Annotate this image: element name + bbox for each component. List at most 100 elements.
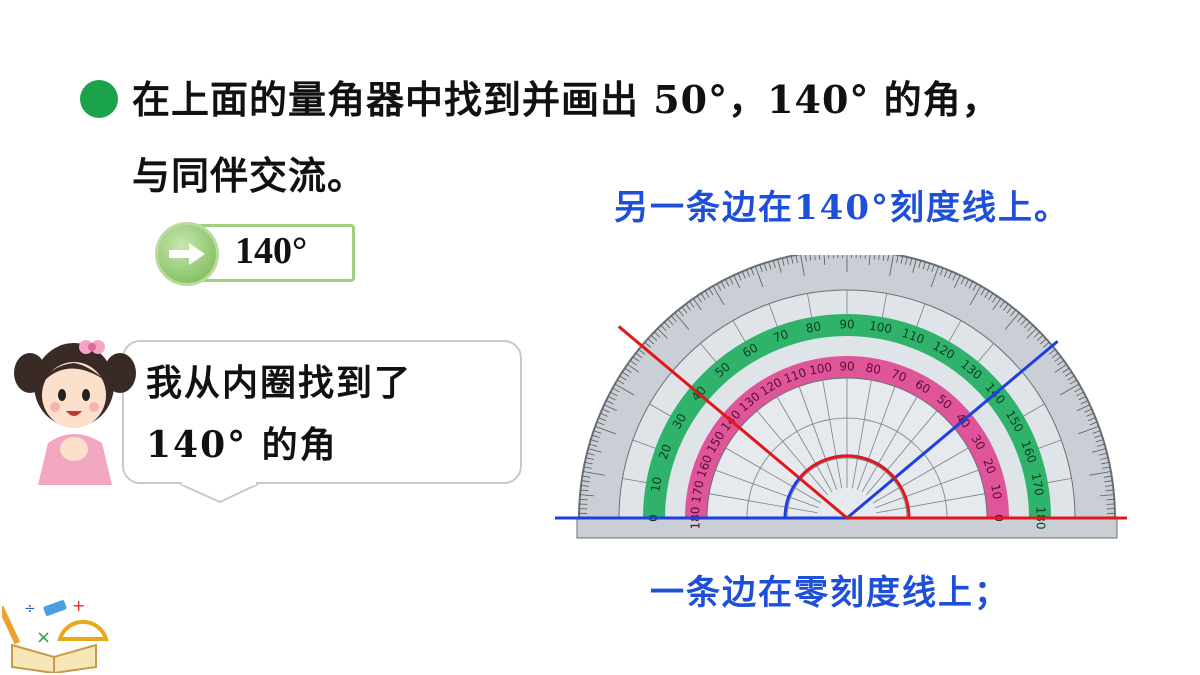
tick-mark [595,425,616,435]
tick-mark [1095,439,1104,443]
tick-mark [612,387,620,393]
angle-rays [555,325,1127,520]
radial-line [709,493,818,514]
tick-mark [584,461,593,465]
tick-mark [1102,466,1111,469]
tick-mark [733,274,741,288]
tick-mark [754,266,764,287]
radial-line [916,303,926,327]
tick-mark [589,443,598,447]
tick-mark [1092,448,1106,453]
tick-mark [681,306,688,314]
tick-mark [1069,379,1077,385]
tick-mark [1105,484,1114,487]
tick-mark [918,260,922,269]
tick-mark [704,290,710,298]
tick-mark [647,338,655,345]
tick-mark [598,417,607,421]
outer-scale-label: 100 [868,319,893,337]
tick-mark [1039,338,1047,345]
task-line-2: 与同伴交流。 [132,153,367,198]
outer-scale-label: 90 [839,318,854,332]
tick-mark [759,264,763,273]
tick-mark [1089,471,1111,476]
tick-mark [624,367,632,373]
tick-mark [605,400,614,405]
tick-mark [1017,315,1024,323]
tick-mark [1078,425,1099,435]
tick-mark [663,321,670,329]
tick-mark [593,430,602,434]
tick-mark [580,484,589,487]
svg-text:+: + [72,596,85,615]
tick-mark [795,255,798,263]
tick-mark [763,262,768,271]
inner-scale-label: 100 [808,360,833,378]
tick-mark [1077,404,1091,412]
tick-mark [1103,475,1112,478]
tick-mark [828,255,830,259]
tick-mark [909,257,913,266]
tick-mark [1004,312,1020,330]
tick-mark [912,259,917,273]
task-text: 在上面的量角器中找到并画出 50°，140° 的角， 与同伴交流。 [132,62,1162,214]
radial-line [776,396,833,493]
tick-mark [980,288,986,296]
tick-mark [905,256,908,265]
tick-mark [972,283,978,291]
radial-line [1038,439,1062,449]
tick-mark [1026,328,1037,339]
stationery-icon: + × ÷ [2,596,109,673]
tick-mark [1074,387,1082,393]
radial-line [1023,403,1045,417]
tick-mark [622,371,630,377]
step-label-badge: 140° [155,222,360,286]
tick-mark [1062,367,1070,373]
tick-mark [960,276,965,285]
bullet-dot [80,80,118,118]
tick-mark [600,412,608,417]
tick-mark [591,434,600,439]
tick-mark [724,279,730,287]
tick-mark [772,260,776,269]
radial-line [856,386,896,490]
tick-mark [603,404,617,412]
tick-mark [657,328,668,339]
tick-mark [1099,452,1108,456]
speech-bubble-tail [180,482,259,504]
radial-line [632,439,656,449]
tick-mark [674,312,690,330]
tick-mark [1096,443,1105,447]
radial-line [875,469,979,509]
tick-mark [800,255,805,276]
tick-mark [1080,400,1089,405]
guide-arc [786,457,908,519]
tick-mark [809,255,812,261]
tick-mark [653,331,661,338]
tick-mark [667,318,674,326]
tick-mark [900,255,904,264]
protractor-inner-scale: 1801701601501401301201101009080706050403… [689,360,1006,530]
tick-mark [889,255,894,276]
tick-mark [818,255,821,260]
tick-mark [823,255,826,266]
tick-mark [1051,352,1059,359]
arrow-right-icon [169,243,205,265]
tick-mark [644,341,652,348]
tick-mark [964,279,970,287]
tick-mark [1010,309,1016,317]
outer-number-band [643,314,1051,518]
tick-mark [632,356,640,362]
radial-line [622,478,647,483]
inner-scale-label: 30 [968,432,988,452]
protractor-diagram: 0102030405060708090100110120130140150160… [555,255,1127,539]
tick-mark [581,480,590,483]
tick-mark [708,288,714,296]
tick-mark [1076,391,1084,397]
svg-text:÷: ÷ [24,601,36,617]
tick-mark [579,498,588,501]
tick-mark [790,255,794,264]
tick-mark [944,269,948,278]
radial-line [882,293,887,318]
tick-mark [619,375,627,381]
